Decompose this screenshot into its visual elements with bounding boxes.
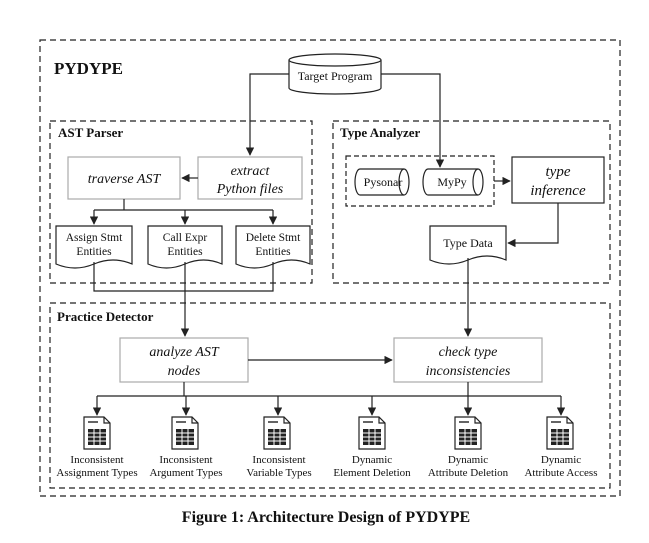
pysonar-node: Pysonar [354,168,410,196]
ast-parser-label: AST Parser [58,125,123,140]
analyze-label-line1: analyze AST [149,345,220,360]
entity-label-line1: Assign Stmt [66,232,123,244]
output-label-line2: Argument Types [149,467,222,479]
type-inference-line2: inference [530,183,586,199]
entity-label-line2: Entities [76,246,112,258]
type-inference-box [511,156,605,204]
ast-parser-group [49,120,313,284]
output-label-line1: Inconsistent [159,454,212,466]
type-analyzer-label: Type Analyzer [340,125,421,140]
analyze-label-line2: nodes [168,364,201,379]
extract-label-line1: extract [231,164,271,179]
output-label-line2: Attribute Access [524,467,597,479]
entity-label-line1: Call Expr [163,232,208,244]
output-inconsistent-argument-types: Inconsistent Argument Types [149,416,223,479]
practice-detector-group [49,302,611,489]
check-label-line2: inconsistencies [426,364,511,379]
traverse-to-entities-trunk [94,199,273,211]
figure-caption: Figure 1: Architecture Design of PYDYPE [182,509,470,526]
mypy-node: MyPy [422,168,484,196]
output-label-line2: Element Deletion [333,467,411,479]
target-program-label: Target Program [298,69,373,83]
entity-assign-stmt: Assign Stmt Entities [55,225,133,269]
arrow-target-to-mypy [381,73,445,168]
output-inconsistent-assignment-types: Inconsistent Assignment Types [56,416,138,479]
output-dynamic-element-deletion: Dynamic Element Deletion [333,416,411,479]
output-label-line1: Dynamic [541,454,581,466]
target-program-node: Target Program [288,53,382,95]
output-inconsistent-variable-types: Inconsistent Variable Types [246,416,312,479]
mypy-label: MyPy [437,175,466,189]
extract-python-files-box [197,156,303,200]
entity-label-line1: Delete Stmt [246,232,301,244]
entities-merge-line [93,262,274,292]
output-dynamic-attribute-access: Dynamic Attribute Access [524,416,598,479]
output-label-line1: Dynamic [448,454,488,466]
output-label-line1: Inconsistent [70,454,123,466]
pydype-title: PYDYPE [54,59,123,78]
output-label-line1: Dynamic [352,454,392,466]
check-label-line1: check type [439,345,498,360]
traverse-ast-label: traverse AST [88,172,162,187]
output-label-line2: Assignment Types [56,467,137,479]
practice-detector-label: Practice Detector [57,309,154,324]
analyze-ast-nodes-box [119,337,249,383]
type-inference-line1: type [546,164,571,180]
arrow-inference-to-type-data [507,203,559,248]
output-label-line2: Variable Types [246,467,311,479]
extract-label-line2: Python files [216,182,284,197]
arrow-target-to-extract [245,73,289,156]
output-dynamic-attribute-deletion: Dynamic Attribute Deletion [428,416,509,479]
entity-label-line2: Entities [167,246,203,258]
entity-delete-stmt: Delete Stmt Entities [235,225,311,269]
check-type-inconsistencies-box [393,337,543,383]
output-label-line2: Attribute Deletion [428,467,509,479]
entity-call-expr: Call Expr Entities [147,225,223,269]
entity-label-line2: Entities [255,246,291,258]
connectors [89,73,566,416]
type-data-label: Type Data [443,236,493,250]
pysonar-label: Pysonar [364,175,403,189]
pydype-frame [39,39,621,497]
output-label-line1: Inconsistent [252,454,305,466]
